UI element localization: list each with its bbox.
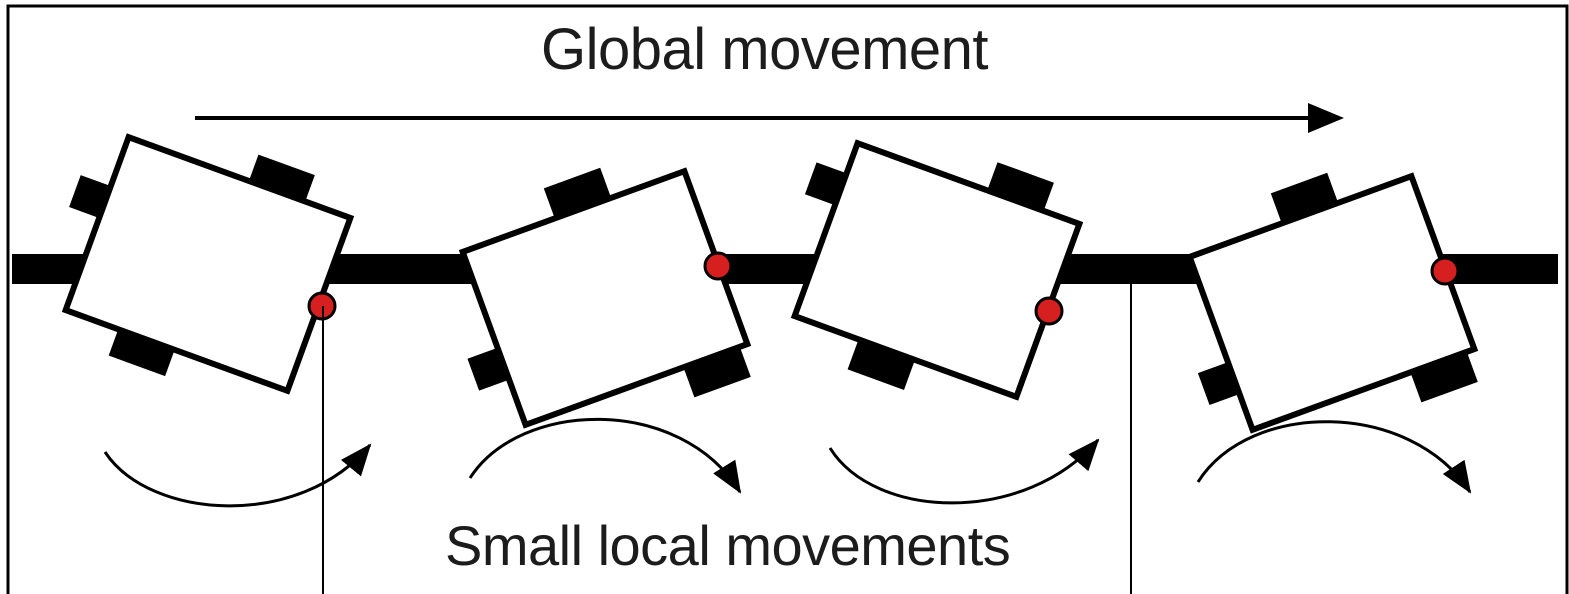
pivot-marker bbox=[703, 251, 733, 281]
global-arrowhead bbox=[1308, 103, 1344, 133]
wheel-icon bbox=[682, 344, 751, 398]
local-arrow-3 bbox=[828, 438, 1100, 505]
local-movements-label: Small local movements bbox=[445, 514, 1011, 577]
robot-3 bbox=[790, 139, 1084, 401]
wheel-icon bbox=[1409, 349, 1478, 403]
robot-1 bbox=[61, 133, 355, 395]
wheel-icon bbox=[1270, 172, 1339, 226]
local-arrow-1 bbox=[103, 443, 372, 508]
wheel-icon bbox=[108, 323, 177, 377]
wheel-icon bbox=[847, 337, 916, 390]
wheel-icon bbox=[543, 167, 612, 221]
local-arrow-2 bbox=[468, 417, 742, 494]
local-arrow-4 bbox=[1196, 420, 1472, 494]
diagram-border bbox=[6, 4, 1569, 594]
pivot-marker bbox=[1430, 256, 1460, 286]
global-movement-label: Global movement bbox=[541, 17, 989, 82]
wheel-icon bbox=[246, 154, 315, 208]
pivot-marker bbox=[1034, 296, 1064, 326]
wheel-icon bbox=[985, 162, 1054, 215]
robot-2 bbox=[458, 167, 752, 429]
robot-4 bbox=[1185, 172, 1479, 434]
